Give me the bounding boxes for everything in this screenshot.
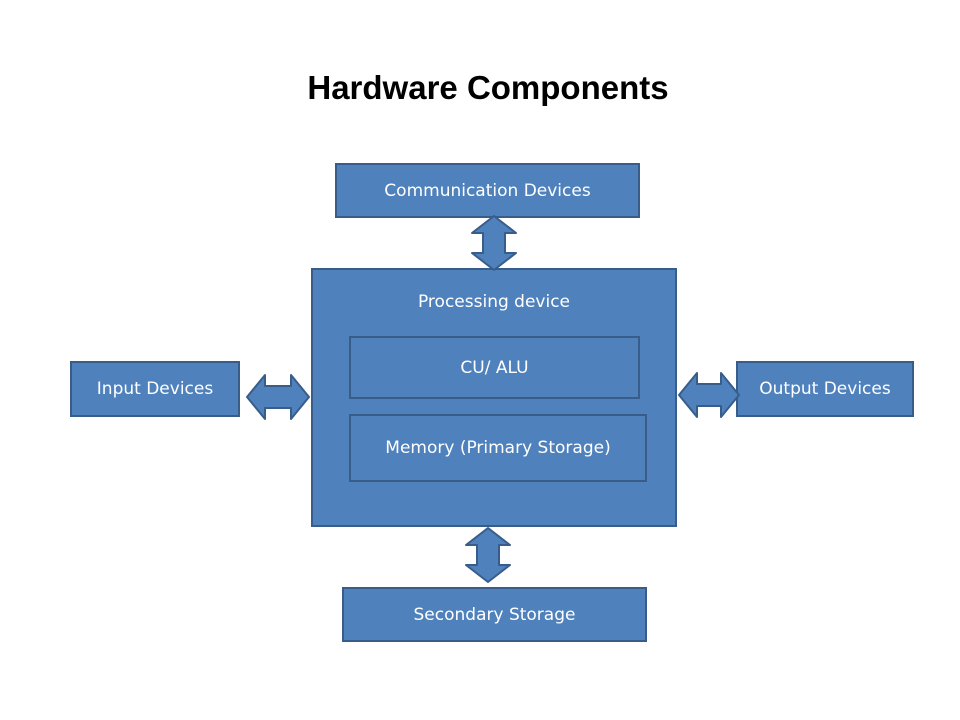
- input-processing-double-arrow-icon: [246, 374, 310, 420]
- input-devices-box: Input Devices: [70, 361, 240, 417]
- output-devices-label: Output Devices: [759, 379, 891, 399]
- diagram-title: Hardware Components: [307, 69, 669, 106]
- cu-alu-label: CU/ ALU: [460, 357, 529, 378]
- input-devices-label: Input Devices: [96, 379, 214, 399]
- processing-output-double-arrow-icon: [678, 372, 740, 418]
- secondary-storage-box: Secondary Storage: [342, 587, 647, 642]
- communication-devices-label: Communication Devices: [384, 180, 591, 201]
- output-devices-box: Output Devices: [736, 361, 914, 417]
- communication-devices-box: Communication Devices: [335, 163, 640, 218]
- memory-primary-storage-box: Memory (Primary Storage): [349, 414, 647, 482]
- cu-alu-box: CU/ ALU: [349, 336, 640, 399]
- memory-primary-storage-label: Memory (Primary Storage): [385, 438, 611, 458]
- secondary-storage-label: Secondary Storage: [413, 604, 576, 625]
- comm-processing-double-arrow-icon: [471, 215, 517, 271]
- processing-device-label: Processing device: [417, 292, 571, 312]
- processing-secondary-double-arrow-icon: [465, 527, 511, 583]
